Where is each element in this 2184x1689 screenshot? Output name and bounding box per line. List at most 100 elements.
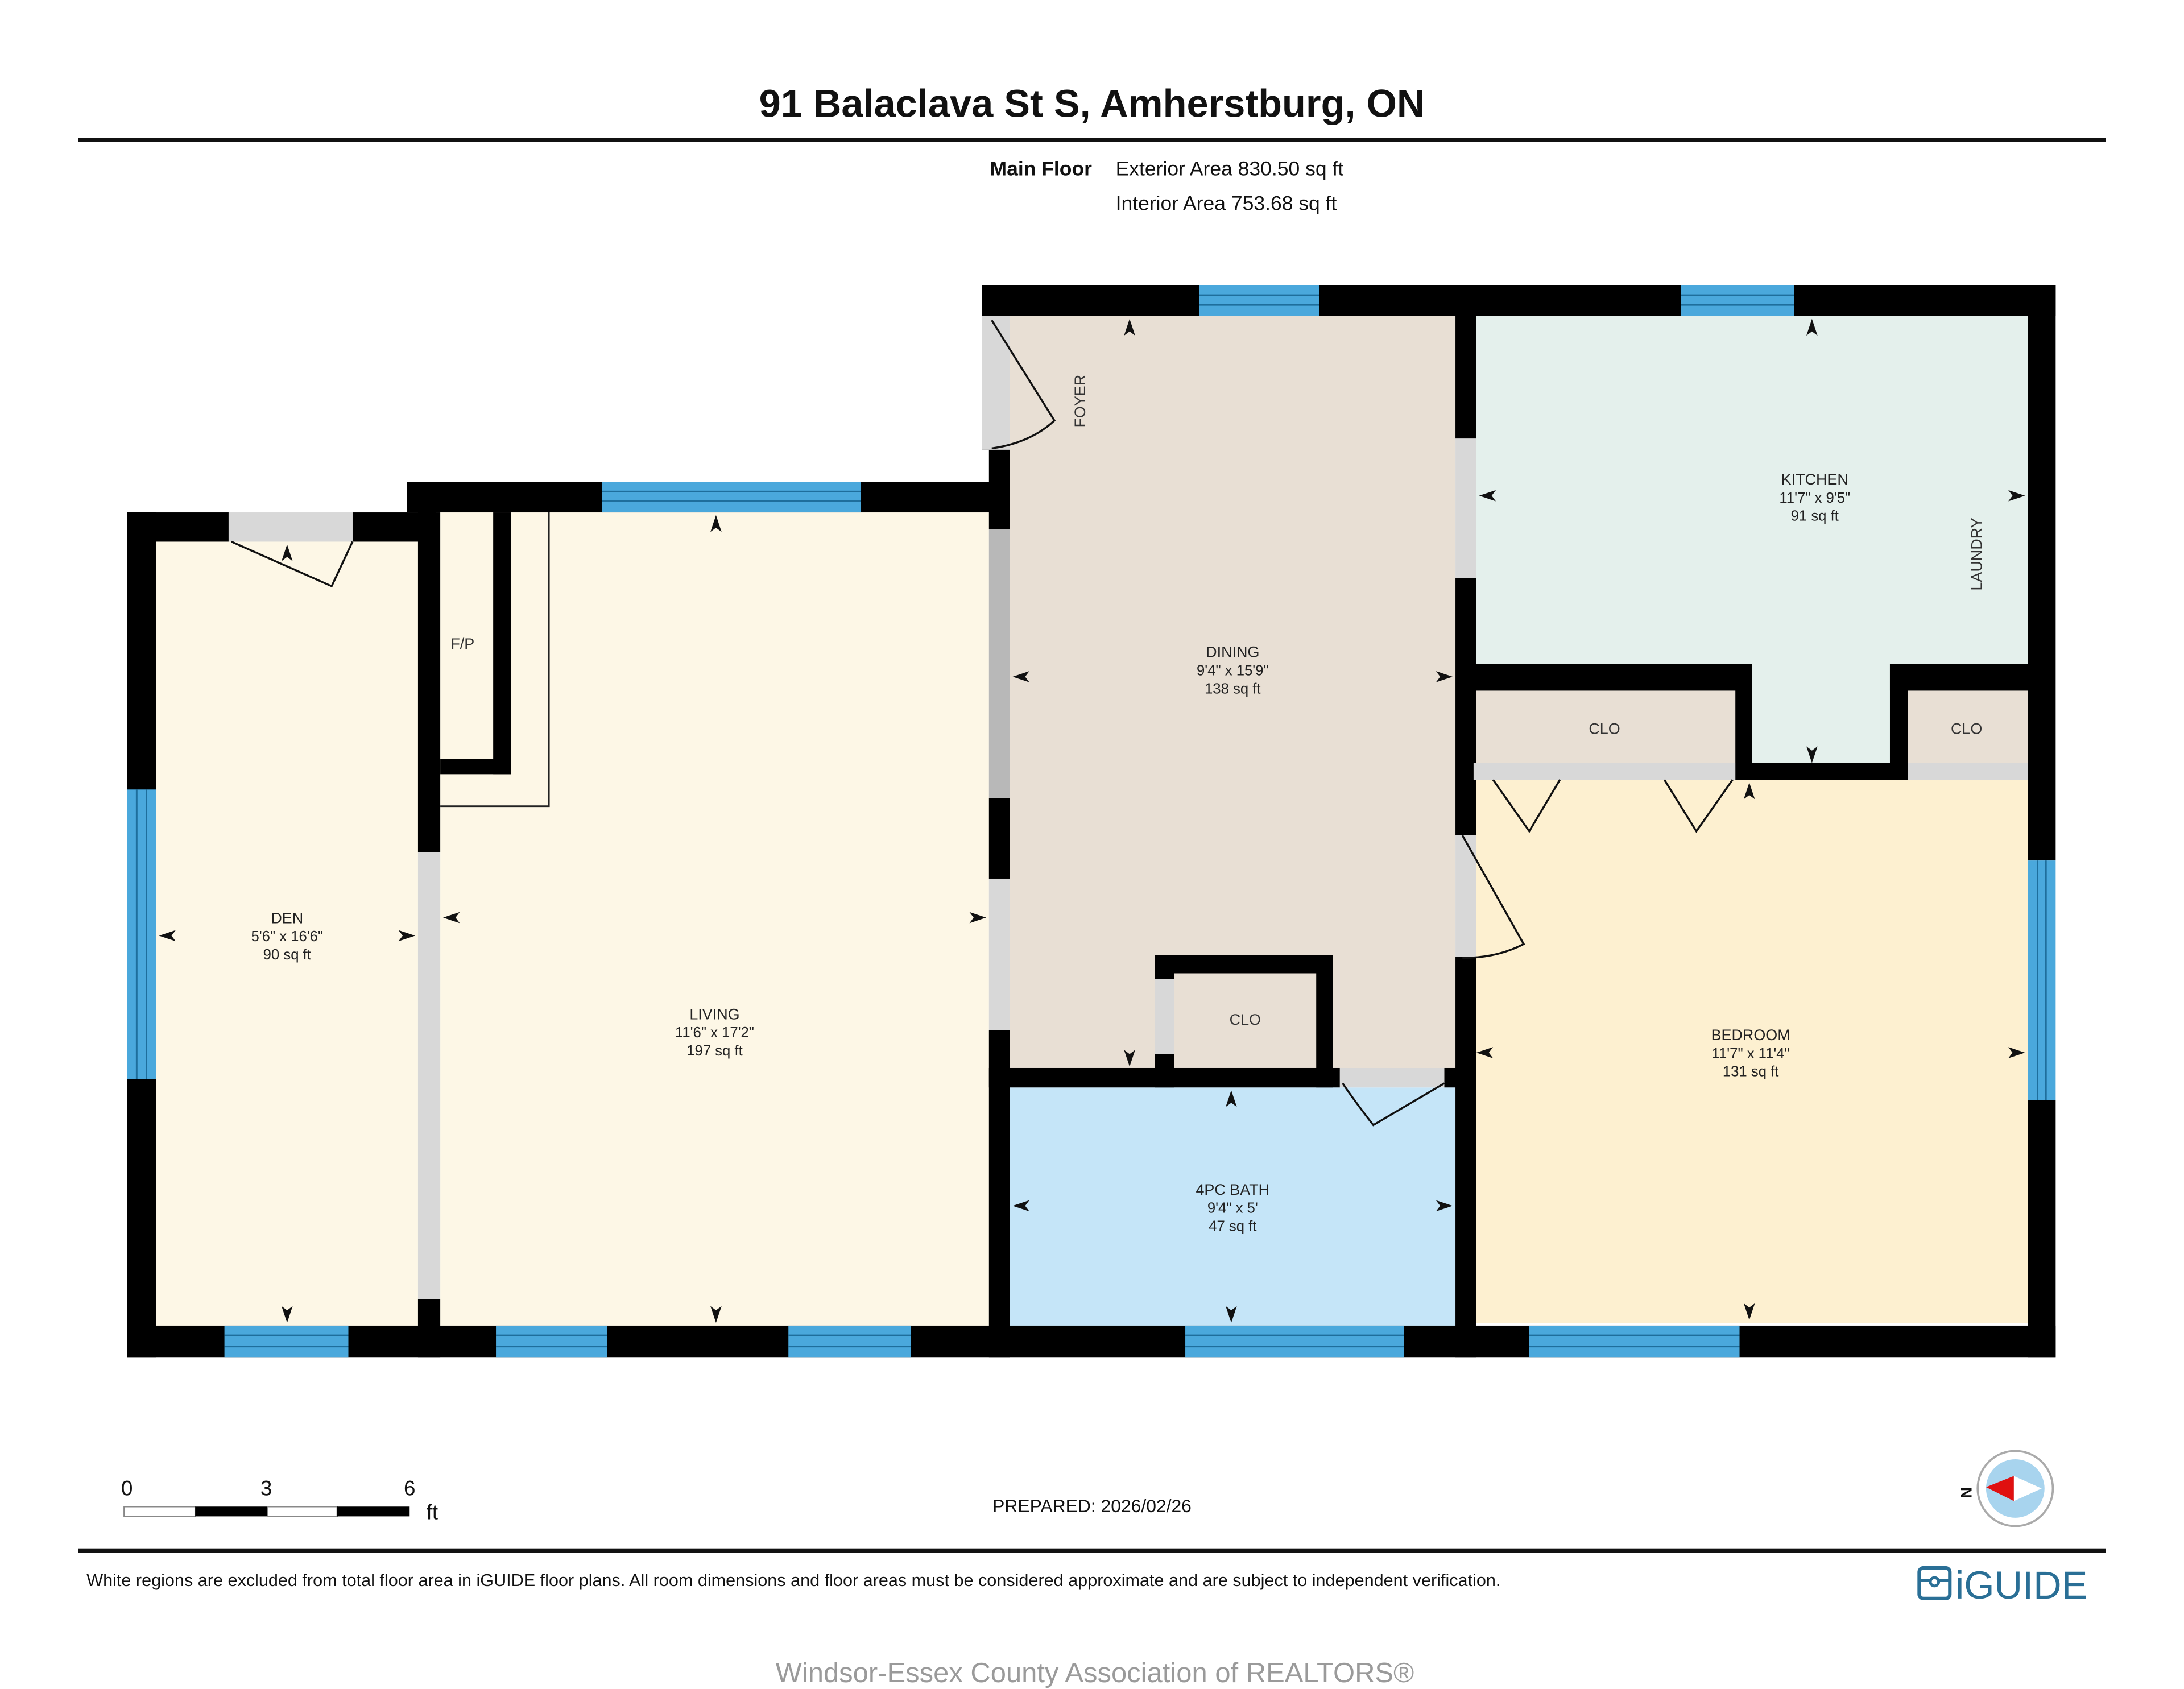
closet-label-3: CLO (1230, 1011, 1261, 1028)
fireplace-wall (493, 512, 511, 775)
closet1-door-opening (1473, 763, 1736, 780)
disclaimer: White regions are excluded from total fl… (86, 1571, 1500, 1590)
den-living-wall-upper (417, 512, 441, 852)
interior-area: Interior Area 753.68 sq ft (1116, 192, 1337, 215)
dining-name: DINING (1206, 644, 1259, 661)
bath-door-swing (1342, 1082, 1445, 1127)
bath-area: 47 sq ft (1209, 1218, 1256, 1234)
room-label-dining: DINING 9'4" x 15'9" 138 sq ft (1197, 644, 1269, 697)
bedroom-area: 131 sq ft (1723, 1064, 1779, 1080)
dining-kitchen-wall-a (1455, 285, 1476, 439)
kitchen-dims: 11'7" x 9'5" (1779, 490, 1850, 506)
bath-north-wall (988, 1067, 1340, 1088)
bedroom-door-swing (1461, 835, 1525, 959)
floor-label: Main Floor (990, 158, 1093, 180)
closet1-door-swing-b (1663, 779, 1734, 833)
room-label-bedroom: BEDROOM 11'7" x 11'4" 131 sq ft (1711, 1026, 1790, 1080)
front-door-swing (991, 320, 1056, 450)
window-dining-north (1199, 285, 1320, 316)
kitchen-south-wall-a (1473, 664, 1741, 691)
window-living-north (602, 482, 861, 513)
living-area: 197 sq ft (686, 1043, 743, 1059)
room-floors (156, 316, 2028, 1326)
dining-floor (1010, 316, 1456, 1071)
den-door-swing (231, 540, 354, 588)
bath-floor (1010, 1087, 1456, 1326)
compass-icon: N (1958, 1450, 2054, 1527)
dimension-arrows (159, 318, 2025, 1323)
closet3-door-opening (1155, 979, 1174, 1054)
dining-kitchen-opening (1455, 438, 1476, 578)
exterior-area: Exterior Area 830.50 sq ft (1116, 158, 1344, 180)
watermark: Windsor-Essex County Association of REAL… (776, 1658, 1414, 1688)
page-title: 91 Balaclava St S, Amherstburg, ON (759, 82, 1425, 126)
window-living-south-b (788, 1325, 911, 1358)
foyer-label: FOYER (1072, 375, 1089, 428)
header-rule (78, 138, 2106, 142)
room-label-den: DEN 5'6" x 16'6" 90 sq ft (251, 909, 323, 963)
footer-rule (78, 1548, 2106, 1553)
closet-label-1: CLO (1589, 720, 1620, 737)
den-living-opening (417, 852, 441, 1299)
living-name: LIVING (689, 1005, 739, 1022)
room-label-living: LIVING 11'6" x 17'2" 197 sq ft (675, 1005, 754, 1059)
closet-floor-3 (1174, 973, 1317, 1068)
den-floor (156, 541, 418, 1326)
den-door-opening (228, 512, 353, 542)
door-swings (231, 320, 1734, 1127)
kitchen-name: KITCHEN (1781, 471, 1848, 488)
dining-dims: 9'4" x 15'9" (1197, 663, 1269, 679)
east-wall-a (2028, 285, 2056, 861)
closet3-west-wall-a (1155, 955, 1174, 979)
south-wall (127, 1325, 2056, 1358)
bedroom-floor (1473, 780, 2028, 1323)
den-dims: 5'6" x 16'6" (251, 929, 323, 945)
closet-divider-a (1735, 664, 1752, 780)
front-door-opening (982, 316, 1010, 450)
den-area: 90 sq ft (263, 947, 311, 963)
closet3-north-wall (1155, 955, 1333, 974)
bath-north-wall-b (1444, 1067, 1476, 1088)
door-openings (228, 316, 2028, 1299)
closet-divider-b (1889, 664, 1908, 780)
fireplace-hearth-outline (440, 512, 550, 808)
closet1-door-swing-a (1492, 779, 1561, 833)
dining-kitchen-wall-b (1455, 578, 1476, 836)
scale-bar: 0 3 6 ft (121, 1477, 438, 1524)
scale-unit: ft (427, 1500, 438, 1524)
iguide-logo-icon (1917, 1566, 1952, 1600)
closet-label-2: CLO (1951, 720, 1982, 737)
window-kitchen-north (1681, 285, 1794, 316)
iguide-logo-text: iGUIDE (1955, 1563, 2087, 1607)
living-dining-wall-b (988, 797, 1010, 879)
east-wall-b (2028, 1100, 2056, 1358)
fireplace-label: F/P (450, 635, 474, 652)
north-wall (982, 285, 2056, 316)
dining-bedroom-wall (1455, 957, 1476, 1358)
nook-south-wall (1735, 763, 1908, 780)
laundry-label: LAUNDRY (1968, 518, 1986, 590)
den-name: DEN (271, 909, 303, 926)
closet3-east-wall (1316, 955, 1333, 1088)
bedroom-name: BEDROOM (1711, 1026, 1790, 1044)
fireplace-base (440, 759, 511, 775)
window-living-south-a (496, 1325, 607, 1358)
scale-tick-6: 6 (404, 1477, 415, 1500)
window-den-south (224, 1325, 349, 1358)
bath-dims: 9'4" x 5' (1207, 1200, 1258, 1216)
closet-floor-2 (1908, 690, 2028, 769)
bedroom-dims: 11'7" x 11'4" (1712, 1046, 1790, 1062)
kitchen-south-wall-b (1889, 664, 2028, 691)
living-dining-opening-b (988, 878, 1010, 1030)
scale-tick-3: 3 (260, 1477, 272, 1500)
prepared-date: PREPARED: 2026/02/26 (992, 1496, 1192, 1516)
living-dims: 11'6" x 17'2" (675, 1025, 754, 1041)
dining-area: 138 sq ft (1205, 681, 1261, 697)
closet2-door-opening (1908, 763, 2028, 780)
kitchen-area: 91 sq ft (1791, 508, 1839, 524)
window-bath-south (1185, 1325, 1404, 1358)
kitchen-floor (1476, 316, 2028, 664)
windows (127, 285, 2056, 1358)
